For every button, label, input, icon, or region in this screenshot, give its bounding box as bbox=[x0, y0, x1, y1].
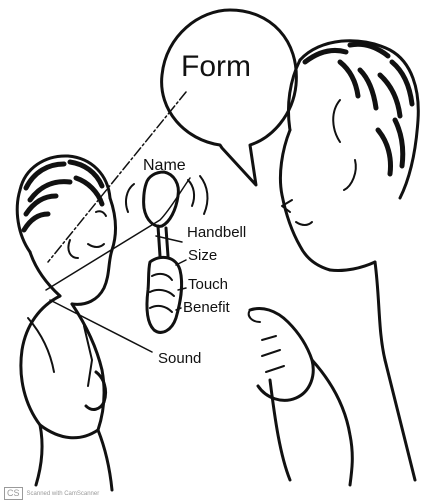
teacher-figure bbox=[249, 41, 419, 485]
label-benefit: Benefit bbox=[183, 300, 230, 315]
child-hair bbox=[24, 162, 102, 230]
watermark-text: Scanned with CamScanner bbox=[27, 491, 100, 497]
label-sound: Sound bbox=[158, 351, 201, 366]
scanner-watermark: CS Scanned with CamScanner bbox=[4, 485, 99, 503]
label-touch: Touch bbox=[188, 277, 228, 292]
label-size: Size bbox=[188, 248, 217, 263]
label-name: Name bbox=[143, 158, 186, 174]
label-handbell: Handbell bbox=[187, 225, 246, 240]
teacher-hair bbox=[305, 44, 412, 174]
bubble-text-form: Form bbox=[181, 52, 251, 82]
scanner-logo-icon: CS bbox=[4, 487, 23, 500]
